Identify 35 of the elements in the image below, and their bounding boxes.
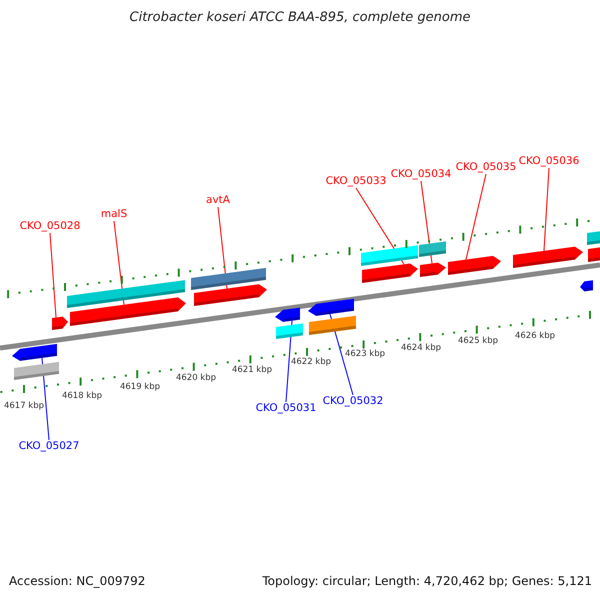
gene-feature xyxy=(275,308,300,322)
gene-feature xyxy=(12,344,58,361)
leader-line xyxy=(544,168,550,252)
title: Citrobacter koseri ATCC BAA-895, complete genome xyxy=(130,11,470,24)
scale-label: 4620 kbp xyxy=(176,374,216,382)
gene-label: CKO_05028 xyxy=(20,221,80,232)
scale-label: 4622 kbp xyxy=(290,358,332,366)
gene-label: malS xyxy=(100,209,128,220)
accession-text: Accession: NC_009792 xyxy=(9,575,146,587)
scale-label: 4624 kbp xyxy=(400,344,442,352)
gene-label: CKO_05032 xyxy=(322,396,384,406)
scale-label: 4621 kbp xyxy=(232,366,272,374)
gene-label: CKO_05033 xyxy=(326,176,386,186)
scale-label: 4623 kbp xyxy=(344,350,386,358)
gene-label: CKO_05027 xyxy=(18,441,80,452)
gene-feature xyxy=(512,246,583,268)
gene-feature xyxy=(194,284,267,306)
gene-label: CKO_05034 xyxy=(390,169,452,180)
gene-feature xyxy=(362,264,418,283)
gene-feature xyxy=(70,297,186,326)
scale-label: 4618 kbp xyxy=(62,392,102,400)
scale-label: 4625 kbp xyxy=(458,337,498,346)
gene-label: CKO_05035 xyxy=(456,162,516,172)
leader-line xyxy=(50,232,56,318)
gene-label: CKO_05036 xyxy=(518,156,580,166)
gene-feature xyxy=(420,262,446,277)
gene-feature xyxy=(52,316,68,330)
gene-feature xyxy=(308,298,354,316)
leader-line xyxy=(466,174,486,260)
scale-label: 4619 kbp xyxy=(120,383,160,392)
genome-info-text: Topology: circular; Length: 4,720,462 bp; Genes: 5,121 xyxy=(262,575,592,587)
gene-label: avtA xyxy=(206,195,230,206)
scale-label: 4626 kbp xyxy=(514,332,556,340)
scale-label: 4617 kbp xyxy=(4,402,44,410)
gene-label: CKO_05031 xyxy=(256,403,316,414)
